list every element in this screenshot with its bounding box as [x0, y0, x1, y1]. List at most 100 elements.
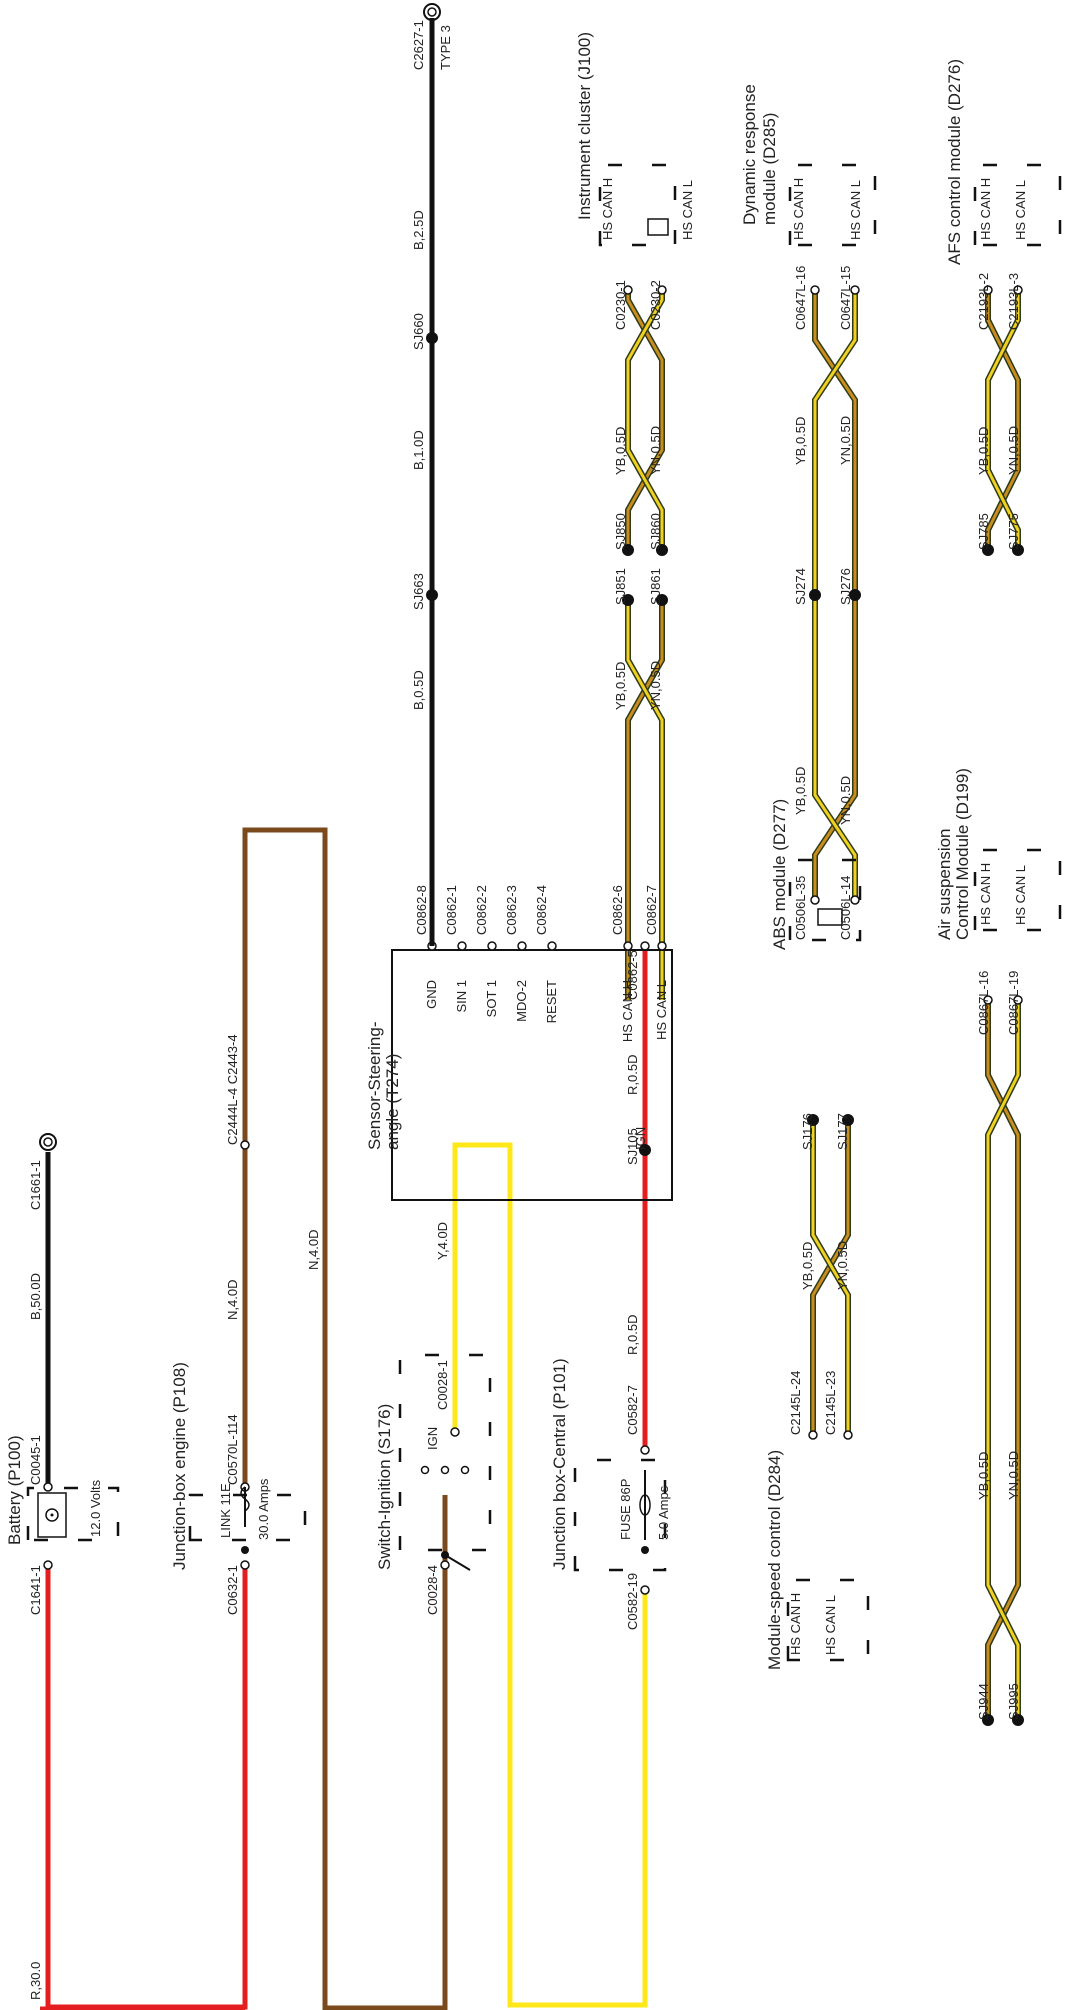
- lbl-c0582-19: C0582-19: [625, 1573, 640, 1630]
- lbl-c0582-7: C0582-7: [625, 1385, 640, 1435]
- air-title-1: Air suspension: [935, 828, 954, 940]
- lbl-ic-yb2: YB,0.5D: [613, 427, 628, 475]
- lbl-c0647-16: C0647L-16: [793, 266, 808, 330]
- pair-air-suspension: [985, 1000, 1021, 1720]
- lbl-afs-yn: YN,0.5D: [1006, 426, 1021, 475]
- terminal: [983, 285, 993, 295]
- terminal: [43, 1482, 53, 1492]
- sensor-pin-label: GND: [424, 980, 439, 1009]
- switch-title: Switch-Ignition (S176): [375, 1404, 394, 1570]
- lbl-r05b: R,0.5D: [625, 1055, 640, 1095]
- lbl-c0647-15: C0647L-15: [838, 266, 853, 330]
- splice-points: [426, 332, 1024, 1726]
- sensor-pin-connector: C0862-3: [504, 885, 519, 935]
- wire-y40: [452, 1142, 648, 2008]
- lbl-ic-yn1: YN,0.5D: [648, 661, 663, 710]
- terminal: [808, 1430, 818, 1440]
- jb-central-title: Junction box-Central (P101): [550, 1358, 569, 1570]
- jb-central-component: FUSE 86P 5.0 Amps Junction box-Central (…: [550, 1358, 671, 1572]
- sensor-pin-connector: C0862-2: [474, 885, 489, 935]
- air-canh: HS CAN H: [978, 863, 993, 925]
- splice-dot: [842, 1114, 854, 1126]
- switch-ignition-component: IGN Switch-Ignition (S176): [375, 1353, 492, 1571]
- pair-afs: [985, 290, 1021, 550]
- lbl-air-yn: YN,0.5D: [1006, 1451, 1021, 1500]
- lbl-ic-yn2: YN,0.5D: [648, 426, 663, 475]
- lbl-sj105: SJ105: [625, 1128, 640, 1165]
- lbl-c0570: C0570L-114: [225, 1414, 240, 1485]
- drm-title-2: module (D285): [760, 113, 779, 225]
- afs-canl: HS CAN L: [1013, 180, 1028, 240]
- lbl-sj785: SJ785: [976, 513, 991, 550]
- sensor-pin-label: HS CAN H: [620, 980, 635, 1042]
- splice-dot: [807, 1114, 819, 1126]
- abs-component: ABS module (D277): [770, 799, 862, 950]
- link-amps: 30.0 Amps: [256, 1478, 271, 1540]
- sensor-ign: IGN: [633, 1127, 648, 1150]
- splice-dot: [982, 544, 994, 556]
- sensor-pin-label: MDO-2: [514, 980, 529, 1022]
- sensor-pin-terminal: [517, 941, 527, 951]
- lbl-n40a: N,4.0D: [225, 1280, 240, 1320]
- switch-contact-2: [440, 1465, 450, 1475]
- sensor-pin-connector: C0862-8: [414, 885, 429, 935]
- sensor-pin-connector: C0862-4: [534, 885, 549, 935]
- battery-title: Battery (P100): [5, 1435, 24, 1545]
- lbl-c1641: C1641-1: [28, 1565, 43, 1615]
- can-bus-pairs: [625, 290, 1021, 1720]
- terminal: [640, 941, 650, 951]
- lbl-drm-yn: YN,0.5D: [838, 416, 853, 465]
- sensor-pin-terminal: [547, 941, 557, 951]
- terminal: [810, 285, 820, 295]
- lbl-ic-yb1: YB,0.5D: [613, 662, 628, 710]
- ground-symbol-battery: [39, 1133, 57, 1151]
- splice-dot: [622, 544, 634, 556]
- drm-canh: HS CAN H: [791, 178, 806, 240]
- lbl-sj663: SJ663: [411, 573, 426, 610]
- lbl-c0028-4: C0028-4: [425, 1565, 440, 1615]
- ic-title: Instrument cluster (J100): [575, 32, 594, 220]
- lbl-air-yb: YB,0.5D: [976, 1452, 991, 1500]
- lbl-sj944: SJ944: [976, 1683, 991, 1720]
- wire-r30: [45, 1565, 248, 2010]
- splice-dot: [656, 594, 668, 606]
- lbl-y40: Y,4.0D: [435, 1222, 450, 1260]
- abs-title: ABS module (D277): [770, 799, 789, 950]
- terminal: [1013, 285, 1023, 295]
- msc-canl: HS CAN L: [823, 1595, 838, 1655]
- lbl-drm-yb: YB,0.5D: [793, 417, 808, 465]
- lbl-r05a: R,0.5D: [625, 1315, 640, 1355]
- battery-volts: 12.0 Volts: [88, 1479, 103, 1537]
- lbl-c2627: C2627-1: [411, 20, 426, 70]
- instrument-cluster-component: HS CAN H HS CAN L Instrument cluster (J1…: [575, 32, 695, 247]
- fuse-amps: 5.0 Amps: [656, 1485, 671, 1540]
- splice-dot: [656, 544, 668, 556]
- msc-canh: HS CAN H: [788, 1593, 803, 1655]
- sensor-steering-component: Sensor-Steering- angle (T274) IGN: [365, 949, 673, 1201]
- abs-resistor: [817, 908, 843, 926]
- ic-resistor: [647, 218, 669, 236]
- lbl-abs-yb: YB,0.5D: [793, 767, 808, 815]
- lbl-sj276: SJ276: [838, 568, 853, 605]
- afs-component: HS CAN H HS CAN L AFS control module (D2…: [945, 59, 1062, 265]
- air-title-2: Control Module (D199): [953, 768, 972, 940]
- sensor-pin-label: HS CAN L: [654, 980, 669, 1040]
- terminal: [450, 1427, 460, 1437]
- lbl-b05: B,0.5D: [411, 670, 426, 710]
- terminal: [240, 1560, 250, 1570]
- terminal: [810, 895, 820, 905]
- lbl-sj861: SJ861: [648, 568, 663, 605]
- splice-dot: [1012, 544, 1024, 556]
- terminal: [657, 285, 667, 295]
- lbl-sj860: SJ860: [648, 513, 663, 550]
- terminal: [843, 1430, 853, 1440]
- lbl-sj660: SJ660: [411, 313, 426, 350]
- sensor-pin-label: SIN 1: [454, 980, 469, 1013]
- lbl-c2145-23: C2145L-23: [823, 1371, 838, 1435]
- lbl-r30: R,30.0: [28, 1962, 43, 2000]
- terminal: [983, 995, 993, 1005]
- jb-engine-title: Junction-box engine (P108): [170, 1362, 189, 1570]
- terminal: [240, 1140, 250, 1150]
- terminal: [440, 1560, 450, 1570]
